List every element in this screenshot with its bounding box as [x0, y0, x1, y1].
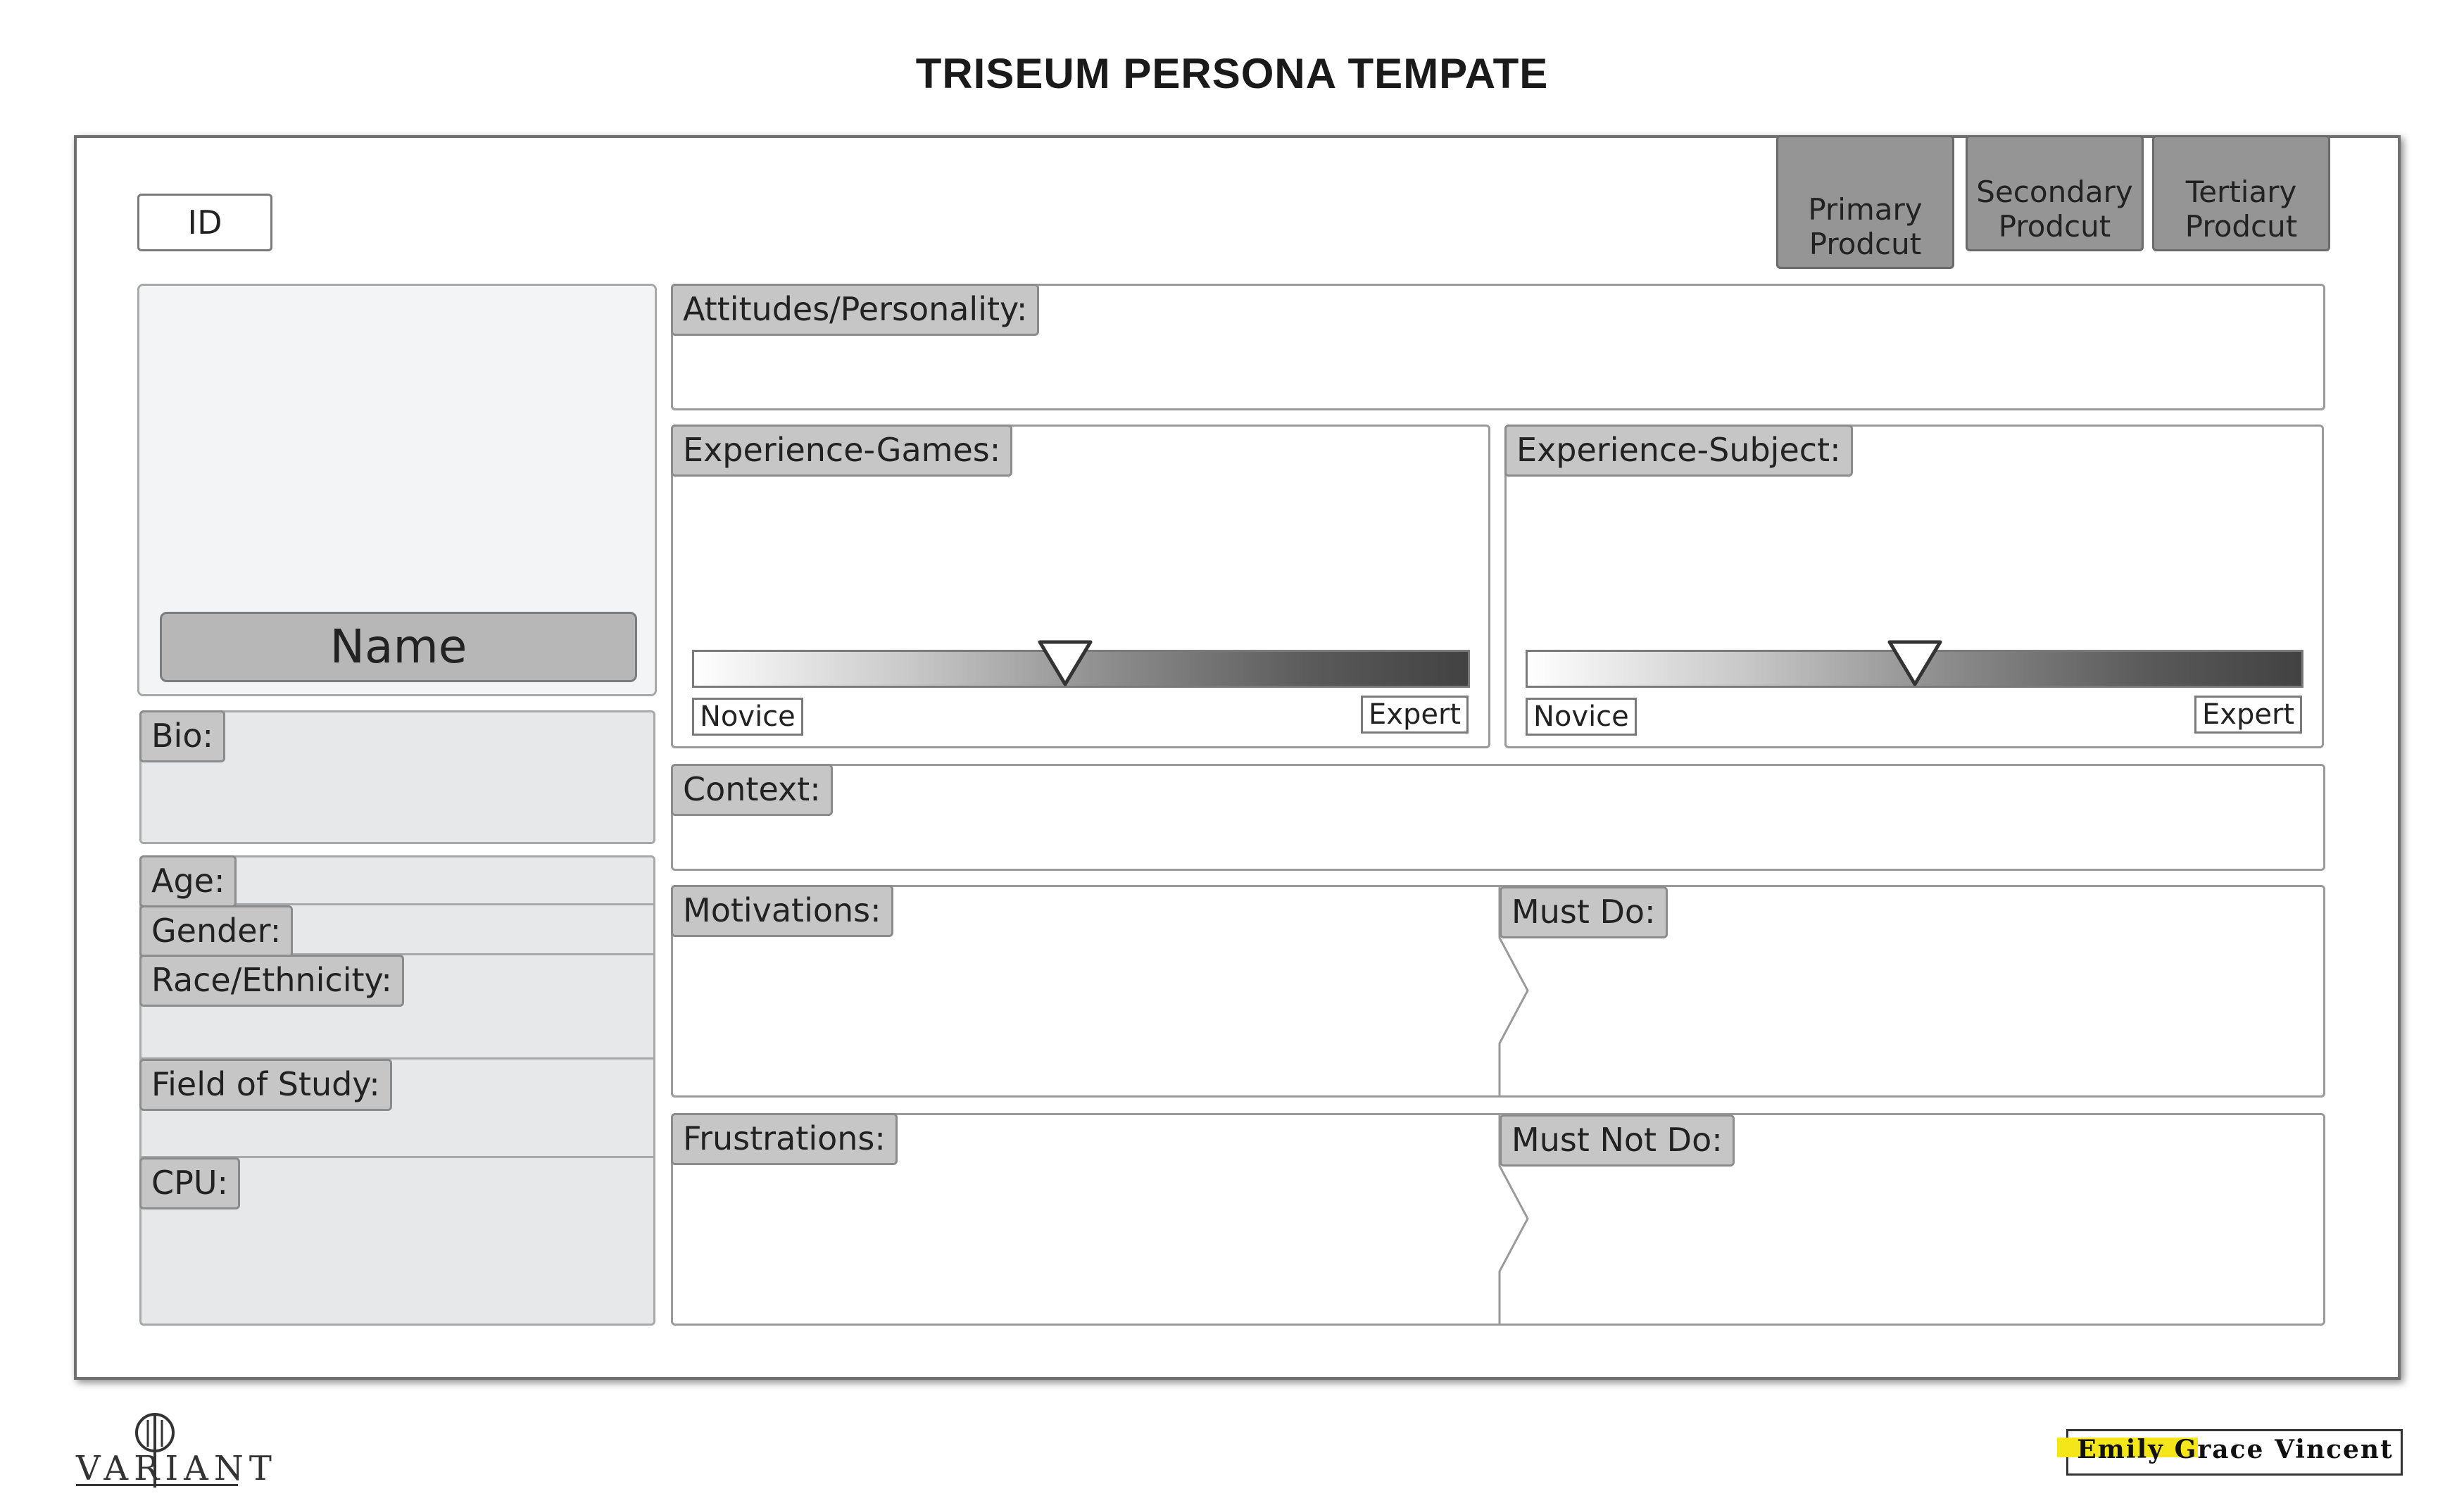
- name-field[interactable]: Name: [160, 612, 637, 682]
- divider: [139, 1057, 655, 1060]
- bio-box[interactable]: [139, 710, 655, 844]
- gender-label: Gender:: [139, 905, 294, 957]
- slider-handle-icon[interactable]: [1887, 639, 1943, 689]
- divider: [139, 953, 655, 955]
- variant-logo-icon: [135, 1413, 175, 1488]
- author-highlight: [2057, 1438, 2198, 1457]
- tab-label: Prodcut: [2185, 208, 2298, 244]
- page-title: TRISEUM PERSONA TEMPATE: [915, 50, 1549, 97]
- context-box[interactable]: [671, 764, 2325, 871]
- logo-underline: [76, 1484, 238, 1486]
- experience-games-box: [671, 425, 1490, 748]
- frustrations-label: Frustrations:: [671, 1113, 898, 1165]
- motivations-label: Motivations:: [671, 885, 893, 937]
- expert-label: Expert: [1361, 696, 1469, 734]
- bio-label: Bio:: [139, 710, 225, 762]
- experience-subject-box: [1504, 425, 2324, 748]
- frustrations-must-not-do-box[interactable]: [671, 1113, 2325, 1326]
- race-ethnicity-label: Race/Ethnicity:: [139, 955, 404, 1007]
- must-do-label: Must Do:: [1500, 886, 1668, 938]
- tab-label: Tertiary: [2185, 175, 2297, 210]
- age-label: Age:: [139, 855, 237, 907]
- divider: [139, 903, 655, 905]
- slider-handle-icon[interactable]: [1037, 639, 1093, 689]
- divider: [139, 1156, 655, 1158]
- tab-label: Secondary: [1976, 175, 2133, 210]
- experience-games-label: Experience-Games:: [671, 425, 1013, 477]
- variant-logo-text: VARIANT: [76, 1449, 277, 1488]
- expert-label: Expert: [2194, 696, 2303, 734]
- context-label: Context:: [671, 764, 833, 816]
- author-frame: [2066, 1429, 2403, 1476]
- attitudes-label: Attitudes/Personality:: [671, 284, 1040, 336]
- motivations-must-do-box[interactable]: [671, 885, 2325, 1098]
- id-field[interactable]: ID: [137, 194, 272, 251]
- cpu-label: CPU:: [139, 1157, 241, 1209]
- field-of-study-label: Field of Study:: [139, 1059, 392, 1111]
- author-name: Emily Grace Vincent: [2077, 1435, 2394, 1464]
- novice-label: Novice: [1526, 698, 1637, 736]
- tab-label: Primary: [1808, 192, 1923, 227]
- tab-label: Prodcut: [1809, 226, 1922, 261]
- novice-label: Novice: [692, 698, 803, 736]
- must-not-do-label: Must Not Do:: [1500, 1114, 1735, 1167]
- experience-subject-label: Experience-Subject:: [1504, 425, 1853, 477]
- tab-label: Prodcut: [1998, 208, 2111, 244]
